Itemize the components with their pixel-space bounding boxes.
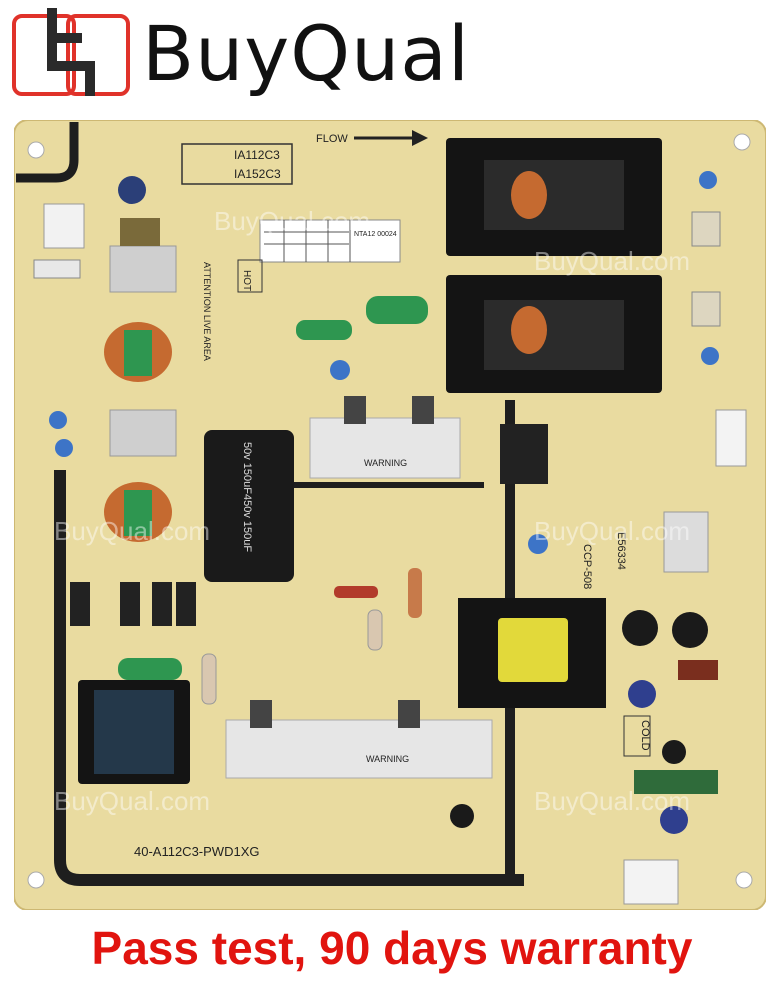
output-capacitor (672, 612, 708, 648)
watermark: BuyQual.com (214, 206, 370, 236)
y-capacitor (330, 360, 350, 380)
output-capacitor (628, 680, 656, 708)
output-capacitor (622, 610, 658, 646)
test-sticker (259, 219, 401, 263)
watermark: BuyQual.com (54, 786, 210, 816)
output-capacitor (660, 806, 688, 834)
output-connector (623, 859, 679, 905)
warranty-text: Pass test, 90 days warranty (91, 921, 693, 974)
code-label: E56334 (615, 532, 627, 570)
thermistor (118, 176, 146, 204)
y-capacitor (55, 439, 73, 457)
ccp-label: CCP-508 (581, 544, 593, 589)
y-capacitor (528, 534, 548, 554)
mount-hole (27, 141, 45, 159)
resistor (408, 568, 422, 618)
bulk-capacitor (204, 430, 294, 582)
heatsink-top (309, 417, 461, 479)
resistor (367, 609, 383, 651)
filter-capacitor (109, 409, 177, 457)
capacitor-text: 50v 150uF450v 150uF (241, 442, 253, 552)
inductor (678, 660, 718, 680)
output-capacitor (450, 804, 474, 828)
mount-hole (733, 133, 751, 151)
coil-small (120, 218, 160, 246)
mount-hole (27, 871, 45, 889)
part-number-label: 40-A112C3-PWD1XG (134, 844, 259, 859)
watermark: BuyQual.com (534, 786, 690, 816)
film-capacitor (296, 320, 352, 340)
diode (176, 582, 196, 626)
hot-label: HOT (241, 270, 252, 291)
diode (120, 582, 140, 626)
regulator (663, 511, 709, 573)
watermark: BuyQual.com (54, 516, 210, 546)
choke-module (500, 424, 548, 484)
header: BuyQual (0, 0, 784, 110)
film-capacitor (118, 658, 182, 680)
y-capacitor (701, 347, 719, 365)
copper-coil (511, 306, 547, 354)
resistor (334, 586, 378, 598)
watermark: BuyQual.com (534, 246, 690, 276)
pcb-photo: FLOW IA112C3 IA152C3 NTA12 00024 HOT ATT… (14, 120, 766, 910)
warning-label-bottom: WARNING (366, 754, 409, 764)
sticker-text: NTA12 00024 (354, 231, 397, 238)
brand-name: BuyQual (142, 9, 470, 98)
filter-capacitor (109, 245, 177, 293)
heatsink-bottom (225, 719, 493, 779)
model-label-2: IA152C3 (234, 167, 281, 181)
diode (152, 582, 172, 626)
mount-hole (735, 871, 753, 889)
daughter-board (634, 770, 718, 794)
flow-arrow-icon (412, 130, 428, 146)
film-capacitor (366, 296, 428, 324)
output-capacitor (662, 740, 686, 764)
connector (691, 211, 721, 247)
resistor (201, 653, 217, 705)
model-label-1: IA112C3 (234, 148, 280, 162)
watermark: BuyQual.com (534, 516, 690, 546)
connector (715, 409, 747, 467)
input-connector (43, 203, 85, 249)
cold-label: COLD (639, 720, 651, 751)
buyqual-logo-icon (12, 8, 130, 96)
y-capacitor (699, 171, 717, 189)
pcb-illustration: FLOW IA112C3 IA152C3 NTA12 00024 HOT ATT… (14, 120, 766, 910)
diode (70, 582, 90, 626)
connector (691, 291, 721, 327)
attention-label: ATTENTION LIVE AREA (202, 262, 212, 361)
ground-trace (16, 122, 79, 183)
copper-coil (511, 171, 547, 219)
y-capacitor (49, 411, 67, 429)
ground-trace (54, 470, 524, 886)
warning-label-top: WARNING (364, 458, 407, 468)
flow-label: FLOW (316, 133, 348, 145)
footer: Pass test, 90 days warranty (0, 912, 784, 983)
fuse (33, 259, 81, 279)
